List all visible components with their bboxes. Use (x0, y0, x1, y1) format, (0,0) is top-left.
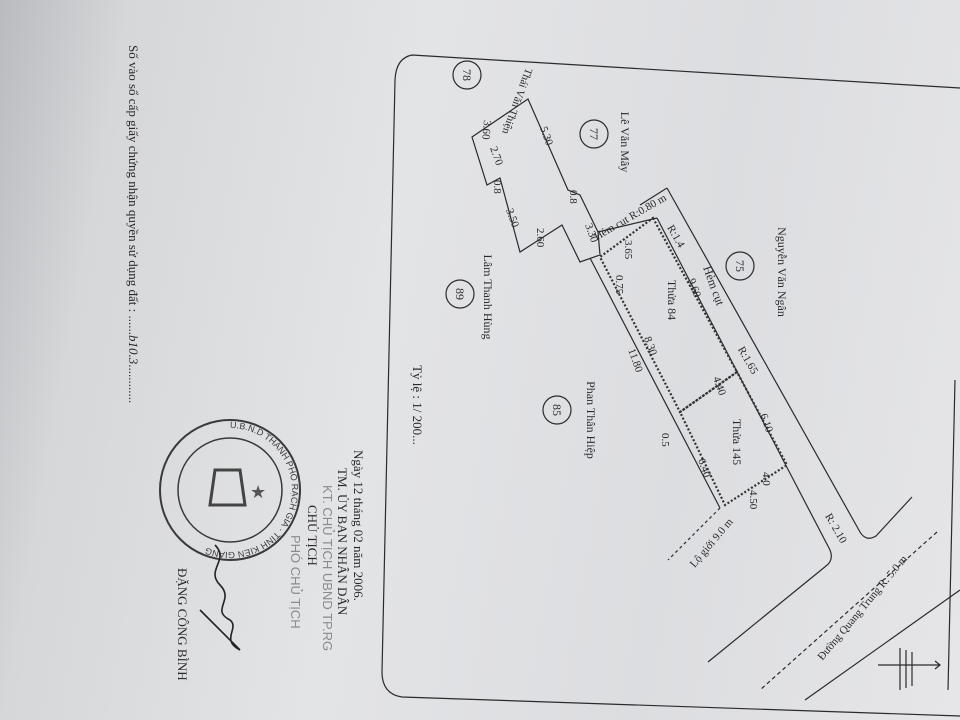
dim: 3.65 (622, 240, 634, 260)
lot-145-label: Thửa 145 (730, 419, 744, 465)
dim: 4.40 (710, 375, 728, 398)
road-label: Đường Quang Trung R: 5.0 m (815, 553, 910, 663)
radius-1-4: R:1.4 (664, 223, 687, 250)
dim: 4.0 (760, 472, 772, 486)
star-icon: ★ (250, 482, 266, 502)
alley-label: Hẻm cụt (700, 264, 727, 308)
frame-border (381, 54, 960, 717)
dim: 8.30 (641, 335, 659, 358)
dim: 0.8 (491, 180, 503, 194)
dim: 0.8 (567, 190, 579, 204)
official-seal: ★ U.B.N.D THÀNH PHỐ RẠCH GIÁ · TỈNH KIÊN… (159, 419, 301, 561)
dim: 11.80 (625, 347, 645, 374)
parcel-circle-75 (725, 251, 755, 281)
right-of-way-label: Lộ giới 9.0 m (688, 516, 736, 570)
register-label: Số vào sổ cấp giấy chứng nhận quyền sử d… (126, 45, 141, 403)
dim: 3.50 (503, 207, 521, 230)
parcel-circle-85 (542, 395, 572, 425)
dim: 5.30 (537, 125, 555, 148)
signer-name: ĐẶNG CÔNG BÌNH (175, 568, 190, 681)
alley-outer-line (666, 187, 913, 539)
committee-line: TM. ỦY BAN NHÂN DÂN (335, 468, 350, 616)
dim: 3.60 (479, 120, 493, 141)
lot-84-label: Thửa 84 (665, 280, 679, 320)
lot-lower-line (589, 217, 721, 509)
dim: 6.10 (757, 412, 775, 435)
handwritten-signature (199, 544, 241, 651)
road-line (804, 589, 960, 701)
parcel-number-89: 89 (453, 288, 467, 300)
register-number: b10.3 (126, 335, 141, 365)
neighbor-name-77: Lê Văn Mây (618, 112, 632, 172)
alley-inner-line (639, 187, 832, 663)
dim: 2.60 (534, 228, 546, 248)
dim: 0.5 (659, 433, 671, 447)
parcel-circle-77 (579, 119, 609, 149)
scale-label: Tỷ lệ : 1/ 200... (410, 365, 425, 445)
road-centerline (759, 531, 938, 691)
north-arrow-icon (878, 648, 941, 690)
radius-2-10: R: 2.10 (822, 511, 849, 545)
chairman-line: CHỦ TỊCH (305, 505, 320, 566)
parcel-number-75: 75 (733, 260, 747, 272)
parcel-number-85: 85 (550, 404, 564, 416)
neighbor-name-89: Lâm Thanh Hùng (481, 254, 495, 339)
dim: 4.50 (747, 490, 759, 510)
radius-1-65: R:1.65 (735, 345, 760, 377)
kt-stamp-line: KT. CHỦ TỊCH UBND TP.RG (320, 485, 335, 651)
dim: 2.70 (487, 145, 505, 168)
neighbor-name-75: Nguyễn Văn Ngân (775, 227, 789, 317)
dim: 0.75 (613, 275, 625, 295)
parcel-number-78: 78 (460, 69, 474, 81)
back-lot (471, 98, 601, 263)
vice-chairman-line: PHÓ CHỦ TỊCH (288, 535, 303, 629)
parcel-circle-89 (445, 279, 475, 309)
neighbor-name-85: Phan Thân Hiệp (584, 381, 598, 459)
right-of-way-line (667, 507, 721, 561)
parcel-number-77: 77 (587, 128, 601, 140)
date-line: Ngày 12 tháng 02 năm 2006. (351, 450, 366, 601)
parcel-circle-78 (452, 60, 482, 90)
dim: 9.60 (685, 277, 703, 300)
